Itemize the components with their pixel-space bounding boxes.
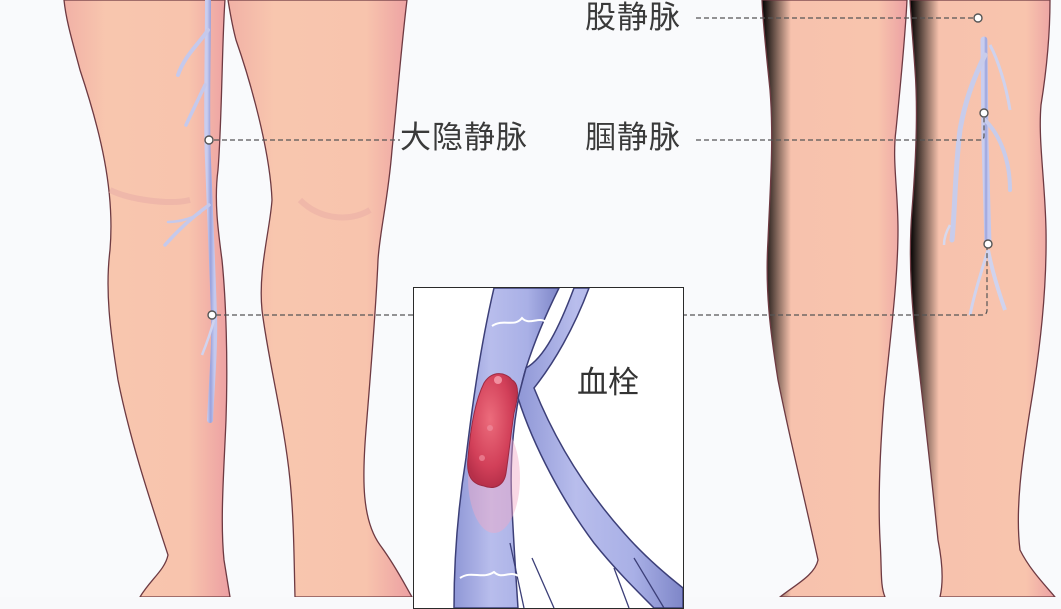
callout-dots [204,13,993,320]
thrombus-inset: 血栓 [413,287,684,609]
callout-lines [214,17,988,316]
femoral-marker [973,13,983,23]
label-great-saphenous-vein: 大隐静脉 [400,120,528,156]
label-thrombus: 血栓 [577,365,639,401]
thrombus-front-marker [207,310,217,320]
popliteal-marker [979,108,989,118]
popliteal-vein [942,36,1012,316]
front-right-leg [227,0,413,597]
callout-thrombus-right [682,248,988,316]
front-left-leg [63,0,231,597]
thrombus-back-marker [983,239,993,249]
callout-popliteal [696,118,985,141]
label-femoral-vein: 股静脉 [585,0,681,36]
great-saphenous-marker [204,135,214,145]
thrombus-vein-illustration [453,288,683,608]
back-left-leg [761,0,908,597]
great-saphenous-vein [163,0,218,423]
label-popliteal-vein: 腘静脉 [585,120,681,156]
